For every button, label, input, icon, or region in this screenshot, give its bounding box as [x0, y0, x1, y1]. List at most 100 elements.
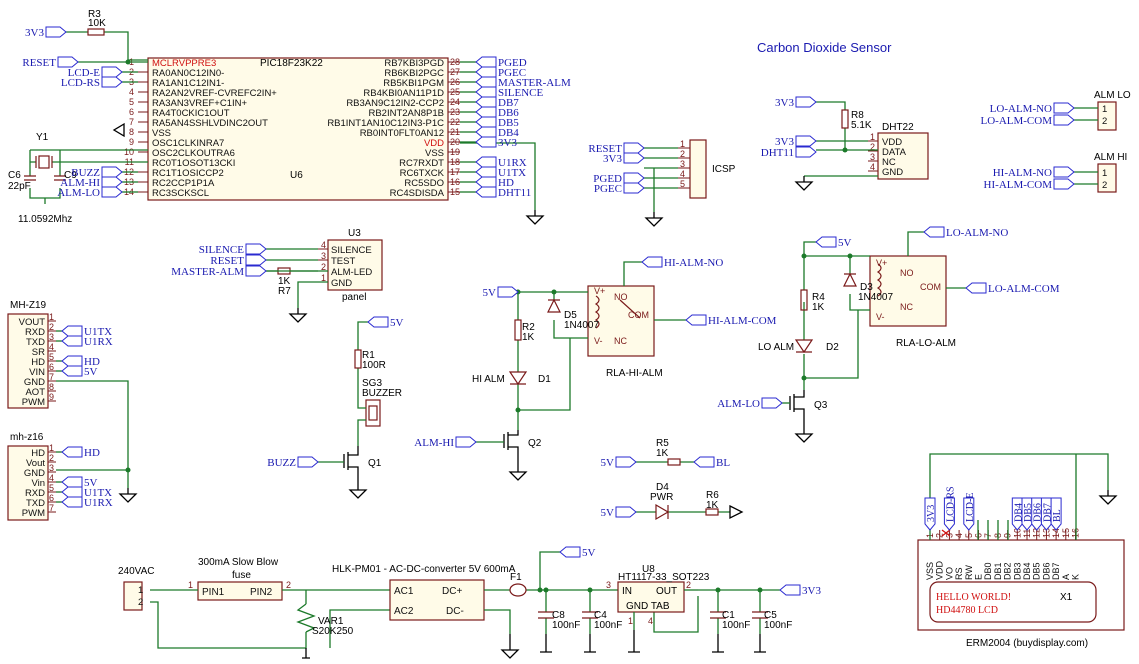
d5-ref: D5 [564, 310, 577, 321]
r7-value: 1K [278, 276, 291, 287]
net-pwr-5v-text: 5V [601, 507, 615, 519]
alm-lo-ref: ALM LO [1094, 90, 1131, 101]
net-alm-lo-text: ALM-LO [717, 398, 760, 410]
net-mhz19-u1tx: U1TX [61, 325, 112, 338]
mhz19-pin-num: 6 [49, 362, 54, 372]
net-lcd-text: LCD-RS [945, 486, 956, 522]
panel-pin-num: 3 [321, 251, 326, 261]
net-lcd-rs: LCD-RS [61, 76, 123, 89]
r3-value: 10K [88, 18, 106, 29]
net-pged: PGED [475, 56, 527, 69]
mcu-pin-name: RC5SDO [404, 178, 444, 189]
panel-pin-num: 1 [321, 273, 326, 283]
net-lcd-text: DB4 [1013, 503, 1024, 522]
net-hi-alm-no: HI-ALM-NO [641, 256, 723, 269]
net-dht11: DHT11 [761, 146, 817, 159]
net-lcd-rs-text: LCD-RS [61, 77, 100, 89]
net-bl-5v: 5V [601, 456, 637, 469]
lcd-line1: HELLO WORLD! [936, 592, 1011, 603]
mcu-pin-name: RB4KBI0AN11P1D [363, 88, 444, 99]
net-master-alm: MASTER-ALM [475, 76, 571, 89]
mhz16-pin-num: 6 [49, 493, 54, 503]
alm-hi-connector: ALM HI [1094, 152, 1127, 193]
net-db4: DB4 [475, 126, 519, 139]
lcd-pin-num: 15 [1061, 528, 1071, 538]
lcd-pin-num: 11 [1022, 529, 1032, 538]
hi-relay-vminus: V- [594, 336, 603, 346]
buzzer-name: BUZZER [362, 388, 402, 399]
mcu-pin-num: 16 [450, 177, 460, 187]
lcd-part: ERM2004 (buydisplay.com) [966, 638, 1088, 649]
mhz19-pin-name: RXD [25, 327, 45, 338]
lo-relay-ref: RLA-LO-ALM [896, 338, 956, 349]
dht-pin-name: NC [882, 157, 896, 168]
mcu-pin-name: OSC2CLKOUTRA6 [152, 148, 235, 159]
hi-relay-vplus: V+ [594, 286, 605, 296]
net-db5: DB5 [475, 116, 519, 129]
net-lo-alm-no-text: LO-ALM-NO [990, 103, 1052, 115]
d1-ref: D1 [538, 374, 551, 385]
net-lo-alm-com: LO-ALM-COM [965, 282, 1060, 295]
net-mhz16-hd: HD [61, 446, 100, 459]
icsp-pin-num: 1 [680, 139, 685, 149]
reg-part: HT1117-33_SOT223 [618, 572, 710, 583]
alm-hi-ref: ALM HI [1094, 152, 1127, 163]
mhz19-pin-name: AOT [25, 387, 45, 398]
mcu-pin-num: 28 [450, 57, 460, 67]
mcu-pin-num: 15 [450, 187, 460, 197]
mhz19-pin-num: 1 [49, 312, 54, 322]
net-alm-hi: ALM-HI [60, 176, 123, 189]
crystal-frequency: 11.0592Mhz [18, 214, 72, 225]
r6-value: 1K [706, 500, 719, 511]
net-pgec: PGEC [475, 66, 526, 79]
lcd-pin-num: 4 [954, 533, 964, 538]
relay-lo: NO COM NC V+ V- RLA-LO-ALM [869, 255, 956, 349]
dht-pin-num: 1 [870, 132, 875, 142]
net-hd: HD [475, 176, 514, 189]
mhz16-pin-name: RXD [25, 488, 45, 499]
c1-value: 100nF [722, 620, 750, 631]
net-lcd-db7: DB7 [1040, 497, 1053, 531]
conv-dcm: DC- [446, 606, 464, 617]
mhz19-pin-num: 7 [49, 372, 54, 382]
panel-pin-name: GND [331, 278, 352, 289]
mhz16-pin-name: TXD [26, 498, 45, 509]
net-dht-vdd-text: 3V3 [775, 136, 794, 148]
net-lcd-db6: DB6 [1031, 497, 1044, 531]
net-dht11-text: DHT11 [761, 147, 794, 159]
net-mhz19-5v-text: 5V [84, 366, 98, 378]
net-hi-alm-com-text: HI-ALM-COM [708, 315, 777, 327]
net-icsp-pgec: PGEC [594, 182, 645, 195]
net-lcd-e: LCD-E [68, 66, 123, 79]
net-icsp-3v3: 3V3 [603, 152, 645, 165]
mcu-pin-name: RC2CCP1P1A [152, 178, 215, 189]
net-buzz-text: BUZZ [71, 167, 100, 179]
icsp-pin-num: 3 [680, 159, 685, 169]
converter-name: HLK-PM01 - AC-DC-converter 5V 600mA [332, 564, 516, 575]
mcu-pin-name: RB0INT0FLT0AN12 [360, 128, 444, 139]
net-bl: BL [693, 456, 730, 469]
net-3v3: 3V3 [475, 136, 517, 149]
mcu-pin-name: VSS [425, 148, 444, 159]
lcd-pin-num: 10 [1012, 528, 1022, 538]
mcu-pin-num: 17 [450, 167, 460, 177]
mcu-pin-name: RA0AN0C12IN0- [152, 68, 224, 79]
mcu-pin-name: RB2INT2AN8P1B [368, 108, 444, 119]
net-lcd-bl: BL [1050, 497, 1063, 531]
r4-value: 1K [812, 302, 825, 313]
net-3v3: 3V3 [25, 26, 67, 39]
buzzer-sg3 [365, 399, 381, 427]
d3-value: 1N4007 [858, 292, 893, 303]
schematic-title: Carbon Dioxide Sensor [757, 40, 892, 55]
lcd-pin-name: VO [944, 567, 954, 580]
net-hi-alm-com: HI-ALM-COM [984, 178, 1075, 191]
mcu-pin-name: RC7RXDT [399, 158, 444, 169]
net-lo-alm-com-text: LO-ALM-COM [981, 115, 1053, 127]
mhz19-pin-name: SR [32, 347, 45, 358]
net-mhz19-hd-text: HD [84, 356, 100, 368]
net-power-5v: 5V [559, 546, 596, 559]
hi-relay-no: NO [614, 292, 628, 302]
